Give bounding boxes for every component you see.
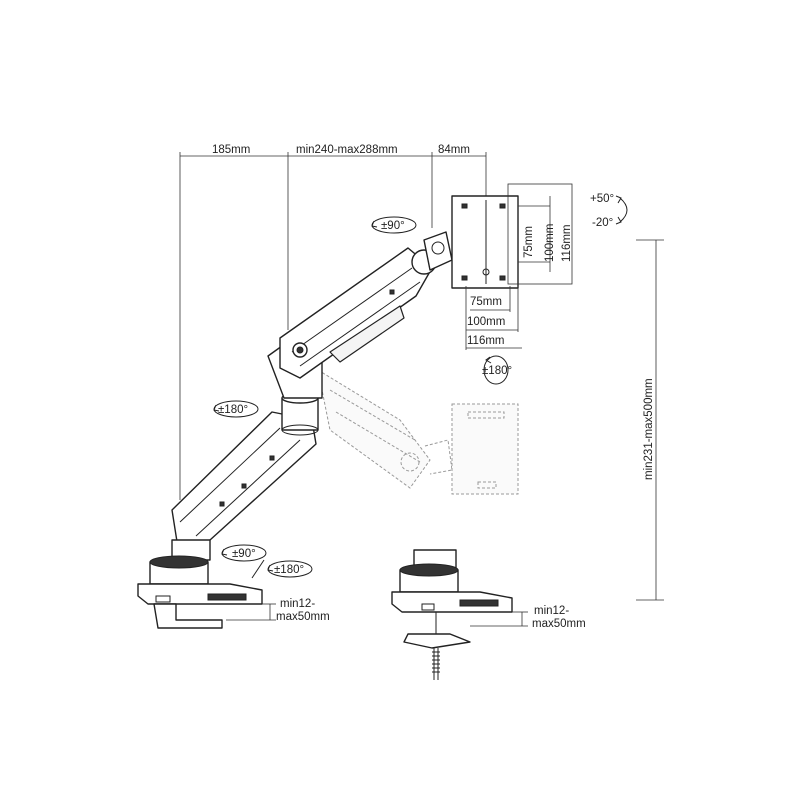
left-clamp-base [137, 539, 263, 629]
dim-185mm-label: 185mm [212, 144, 250, 156]
right-clamp-thickness-dim [470, 611, 528, 627]
vesa-h-116-label: 116mm [561, 225, 573, 263]
vesa-h-75-label: 75mm [523, 226, 535, 258]
rotation-elbow-label: ±180° [218, 404, 248, 416]
left-clamp-range-line2: max50mm [276, 611, 330, 623]
vesa-w-75-label: 75mm [470, 296, 502, 308]
tilt-up-label: +50° [590, 193, 614, 205]
head-joint [411, 231, 453, 275]
vesa-width-dims [465, 286, 522, 350]
height-dimension-line [636, 239, 664, 601]
right-clamp-range-line1: min12- [534, 605, 569, 617]
rotation-base-swivel-label: ±180° [274, 564, 304, 576]
vesa-plate [451, 195, 519, 289]
rotation-icon-head [371, 216, 417, 234]
divider-slash [251, 559, 265, 579]
rotation-icon-base-swivel [267, 560, 313, 578]
rotation-icon-elbow [213, 400, 259, 418]
rotation-plate-label: ±180° [482, 365, 512, 377]
right-clamp-range-line2: max50mm [532, 618, 586, 630]
top-dimension-lines [179, 152, 487, 500]
dim-84mm-label: 84mm [438, 144, 470, 156]
left-clamp-thickness-dim [226, 603, 276, 621]
rotation-head-label: ±90° [381, 220, 405, 232]
rotation-base-label: ±90° [232, 548, 256, 560]
tilt-arrow-icon [615, 195, 628, 225]
vesa-w-116-label: 116mm [467, 335, 505, 347]
upper-arm [279, 247, 433, 379]
lower-arm [171, 411, 317, 549]
vesa-h-100-label: 100mm [544, 224, 556, 262]
height-range-label: min231-max500mm [643, 378, 655, 480]
ghost-lowered-arm [317, 368, 519, 495]
left-clamp-range-line1: min12- [280, 598, 315, 610]
vesa-w-100-label: 100mm [467, 316, 505, 328]
right-grommet-base [391, 549, 513, 680]
dim-mid-reach-label: min240-max288mm [296, 144, 398, 156]
tilt-down-label: -20° [592, 217, 613, 229]
vesa-height-dims [507, 183, 573, 285]
rotation-icon-plate [483, 355, 509, 385]
rotation-icon-base [221, 544, 267, 562]
